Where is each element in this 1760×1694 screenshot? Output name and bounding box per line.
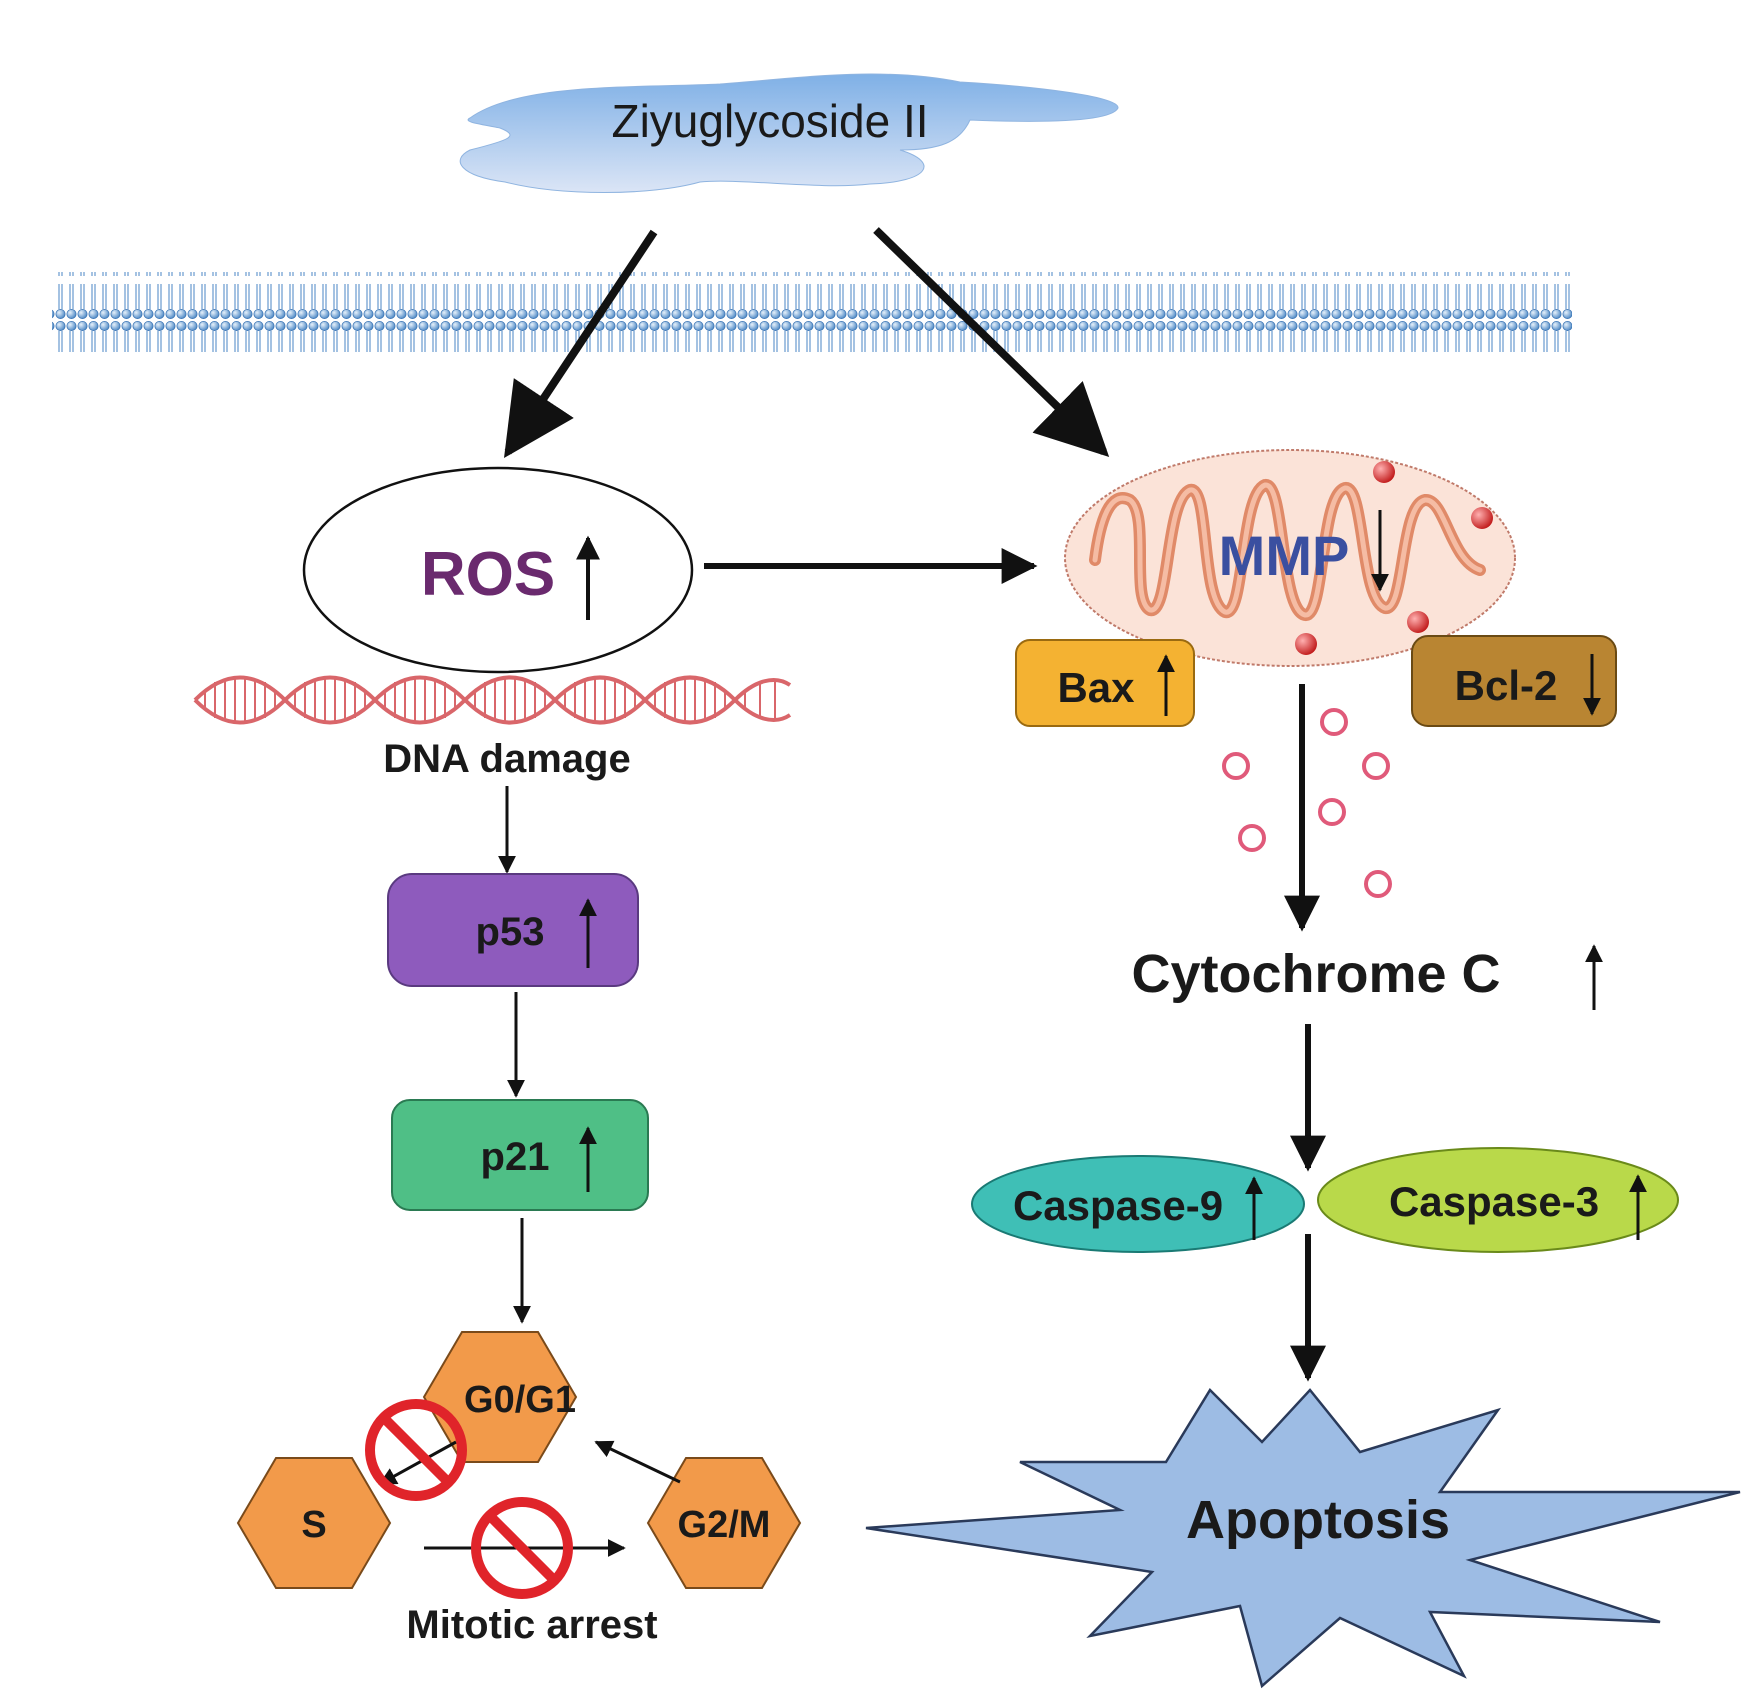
forbid-icon (471, 1497, 573, 1599)
hexagon-s: S (236, 1457, 392, 1589)
p53-node: p53 (387, 873, 639, 987)
apoptosis-burst: Apoptosis (865, 1387, 1741, 1689)
ros-node: ROS (302, 466, 694, 674)
caspase9-node: Caspase-9 (971, 1155, 1305, 1253)
mitochondrion: MMP (1064, 449, 1516, 667)
mmp-label: MMP (1219, 524, 1350, 587)
hexagon-g2m: G2/M (646, 1457, 802, 1589)
dna-helix (193, 675, 792, 725)
cytochrome-vesicles (1222, 708, 1392, 898)
p21-label: p21 (481, 1135, 550, 1179)
drug-cloud: Ziyuglycoside II (459, 73, 1119, 193)
bcl2-label: Bcl-2 (1455, 662, 1558, 709)
p21-node: p21 (391, 1099, 649, 1211)
cell-membrane (52, 272, 1572, 352)
apoptosis-label: Apoptosis (1186, 1490, 1450, 1550)
forbid-icon (365, 1399, 467, 1501)
caspase9-label: Caspase-9 (1013, 1182, 1223, 1229)
arrow-g2m-to-g0g1 (594, 1440, 681, 1484)
drug-label: Ziyuglycoside II (611, 95, 928, 147)
g0g1-label: G0/G1 (464, 1379, 576, 1421)
arrow-g0g1-to-s (378, 1440, 457, 1486)
hexagon-g0g1: G0/G1 (422, 1331, 578, 1463)
bax-node: Bax (1015, 639, 1195, 727)
arrow-drug-to-ros (504, 229, 658, 458)
cytochrome-label: Cytochrome C (1131, 944, 1500, 1004)
mitotic-arrest-label: Mitotic arrest (406, 1603, 657, 1647)
caspase3-node: Caspase-3 (1317, 1147, 1679, 1253)
g2m-label: G2/M (678, 1504, 771, 1546)
bcl2-node: Bcl-2 (1411, 635, 1617, 727)
s-label: S (301, 1504, 326, 1546)
bax-label: Bax (1057, 664, 1135, 711)
arrow-drug-to-mito (873, 227, 1110, 458)
caspase3-label: Caspase-3 (1389, 1178, 1599, 1225)
p53-label: p53 (476, 910, 545, 954)
dna-damage-label: DNA damage (383, 737, 630, 781)
ros-label: ROS (421, 540, 555, 609)
